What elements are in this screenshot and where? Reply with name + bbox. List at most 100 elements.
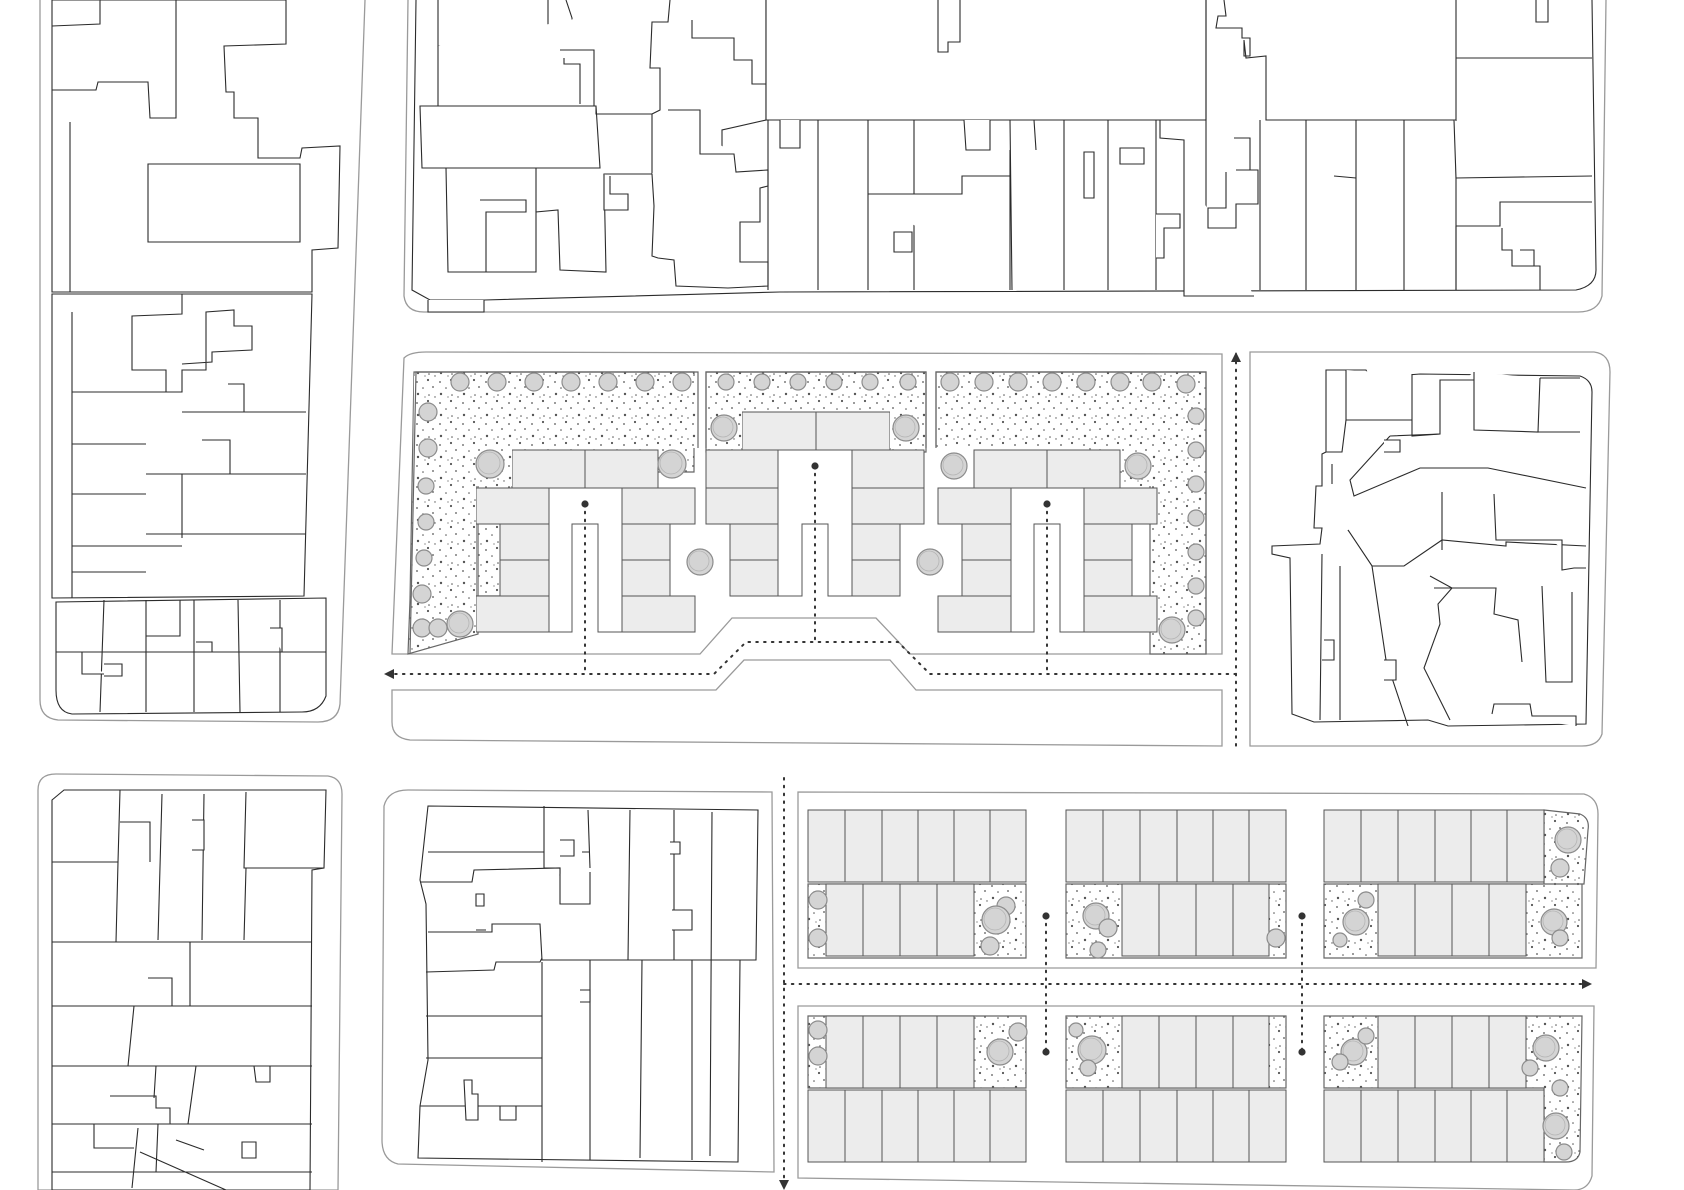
tree-icon xyxy=(808,1020,828,1040)
house-unit xyxy=(1323,809,1362,883)
tree-icon xyxy=(1542,1112,1570,1140)
tree-icon-inner xyxy=(659,451,683,475)
house-unit xyxy=(1248,1089,1287,1163)
house-unit xyxy=(1195,883,1234,957)
parcel-line xyxy=(120,819,205,1007)
existing-fabric-top-left xyxy=(51,0,341,715)
house-unit xyxy=(825,883,864,957)
house-unit xyxy=(862,883,901,957)
house-unit xyxy=(851,487,925,525)
tree-icon-inner xyxy=(983,907,1007,931)
row-block-f xyxy=(1323,1015,1583,1163)
garden-cluster-3-fill xyxy=(938,376,1204,650)
house-unit xyxy=(1083,595,1158,633)
existing-fabric-top-main xyxy=(411,0,1597,313)
circulation xyxy=(384,352,1592,1190)
house-unit xyxy=(1451,883,1490,957)
tree-icon xyxy=(825,373,843,391)
house-unit xyxy=(825,1015,864,1089)
house-unit xyxy=(475,595,550,633)
tree-icon-inner xyxy=(1160,618,1182,640)
tree-icon xyxy=(1342,908,1370,936)
parcel-line xyxy=(438,105,652,169)
house-unit xyxy=(937,595,1012,633)
house-unit xyxy=(1212,1089,1250,1163)
house-unit xyxy=(1046,449,1121,489)
tree-icon xyxy=(1076,372,1096,392)
tree-icon xyxy=(1187,609,1205,627)
house-unit xyxy=(807,809,846,883)
node-icon xyxy=(1298,912,1306,920)
tree-icon xyxy=(1187,407,1205,425)
house-unit xyxy=(584,449,659,489)
parcel-line xyxy=(1331,439,1401,484)
parcel-line xyxy=(72,391,182,573)
house-unit xyxy=(973,449,1048,489)
tree-icon xyxy=(415,549,433,567)
parcel-outline xyxy=(51,293,313,599)
house-unit xyxy=(1451,1015,1490,1089)
tree-icon xyxy=(418,402,438,422)
house-unit xyxy=(621,595,696,633)
house-unit xyxy=(1506,809,1545,883)
parcel-line xyxy=(1501,228,1541,290)
parcel-line xyxy=(147,163,301,243)
tree-icon xyxy=(808,928,828,948)
tree-icon xyxy=(418,438,438,458)
tree-icon xyxy=(686,548,714,576)
house-unit xyxy=(953,809,991,883)
tree-icon xyxy=(899,373,917,391)
tree-icon xyxy=(1187,543,1205,561)
row-block-a xyxy=(807,809,1027,959)
row-block-b xyxy=(1065,809,1287,959)
parcel-outline xyxy=(417,805,759,1163)
house-unit xyxy=(1506,1089,1545,1163)
parcel-line xyxy=(963,119,1037,176)
house-unit xyxy=(1139,809,1178,883)
existing-fabric-mid-right xyxy=(1271,369,1593,727)
house-unit xyxy=(917,1089,955,1163)
house-unit xyxy=(1414,883,1453,957)
row-block-e xyxy=(1065,1015,1287,1163)
arrow-icon xyxy=(779,1180,789,1190)
house-unit xyxy=(1121,1015,1160,1089)
house-unit xyxy=(807,1089,846,1163)
house-unit xyxy=(899,883,938,957)
parcel-line xyxy=(560,839,681,857)
node-icon xyxy=(811,462,819,470)
parcel-line xyxy=(1083,147,1145,199)
node-icon xyxy=(1298,1048,1306,1056)
courtyard-1 xyxy=(548,487,623,633)
parcel-line xyxy=(1345,370,1580,437)
house-unit xyxy=(881,1089,919,1163)
house-unit xyxy=(511,449,586,489)
house-unit xyxy=(1176,1089,1214,1163)
tree-icon xyxy=(710,414,738,442)
tree-icon xyxy=(1187,577,1205,595)
tree-icon-inner xyxy=(448,612,470,634)
house-unit xyxy=(1065,1089,1104,1163)
house-unit xyxy=(989,809,1027,883)
tree-icon xyxy=(450,372,470,392)
block-mid-lower-strip xyxy=(391,659,1223,747)
house-unit xyxy=(844,1089,883,1163)
house-unit xyxy=(1377,1015,1416,1089)
tree-icon xyxy=(1187,509,1205,527)
arrow-icon xyxy=(384,669,394,679)
house-unit xyxy=(1139,1089,1178,1163)
arrow-icon xyxy=(1231,352,1241,362)
tree-icon xyxy=(524,372,544,392)
tree-icon xyxy=(1550,858,1570,878)
tree-icon-inner xyxy=(988,1040,1010,1062)
cluster-3 xyxy=(937,449,1158,633)
tree-icon xyxy=(1098,918,1118,938)
parcel-line xyxy=(420,867,591,961)
house-unit xyxy=(815,411,891,451)
tree-icon xyxy=(1142,372,1162,392)
house-unit xyxy=(936,883,975,957)
tree-icon xyxy=(1187,475,1205,493)
house-unit xyxy=(621,487,696,525)
house-unit xyxy=(1397,1089,1436,1163)
tree-icon-inner xyxy=(1542,910,1564,932)
tree-icon xyxy=(940,372,960,392)
